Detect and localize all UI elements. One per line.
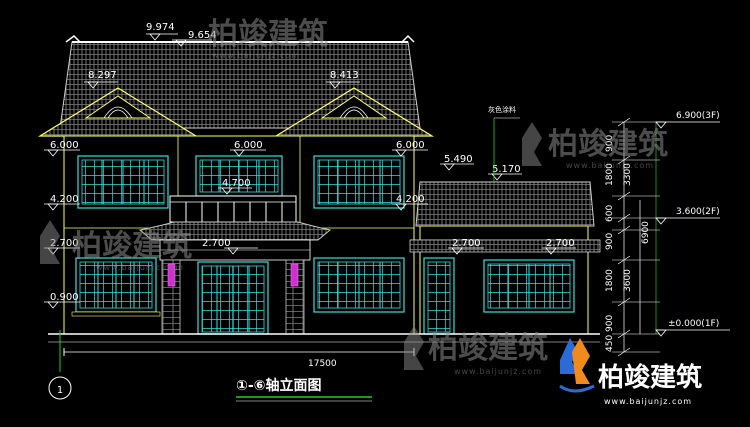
level-head-center-1f: 2.700 [202, 238, 231, 249]
brand-logo-url: www.baijunjz.com [604, 397, 692, 406]
paint-annotation: 灰色涂料 [488, 105, 520, 182]
watermark-top: 柏竣建筑 www.baijunjz.com [208, 17, 328, 60]
level-balcony: 4.700 [222, 178, 251, 189]
paint-note: 灰色涂料 [488, 105, 516, 114]
level-side-roof-top: 5.490 [444, 154, 473, 165]
dim-chain-9: 450 [605, 335, 615, 352]
window-1f-left [71, 257, 161, 317]
level-side-roof-eave: 5.170 [492, 164, 521, 175]
right-dimension-labels: 900 1800 3300 600 900 1800 3600 900 450 … [605, 135, 651, 352]
dim-chain-6: 1800 [605, 269, 615, 292]
watermark-url-right: www.baijunjz.com [566, 161, 654, 170]
watermark-brand-bottom: 柏竣建筑 [428, 331, 548, 366]
level-sill-left-2f: 4.200 [50, 194, 79, 205]
level-eave-right: 6.000 [396, 140, 425, 151]
window-side-wing [483, 259, 575, 313]
level-head-side-2: 2.700 [546, 238, 575, 249]
level-eave-left: 6.000 [50, 140, 79, 151]
watermark-bottom: 柏竣建筑 www.baijunjz.com [404, 326, 548, 376]
window-2f-left [77, 155, 169, 209]
entrance-columns [161, 259, 305, 335]
level-gable-left: 8.297 [88, 70, 117, 81]
level-labels: 9.974 9.654 8.297 8.413 6.000 6.000 6.00… [50, 22, 575, 303]
level-gable-right: 8.413 [330, 70, 359, 81]
watermark-url-bottom: www.baijunjz.com [454, 367, 542, 376]
watermark-brand-right: 柏竣建筑 [548, 127, 668, 162]
level-head-side-1: 2.700 [452, 238, 481, 249]
level-ridge-main: 9.654 [188, 30, 217, 41]
dim-chain-2: 1800 [605, 163, 615, 186]
watermark-brand-left: 柏竣建筑 [72, 229, 192, 264]
dim-chain-1: 900 [605, 135, 615, 152]
watermark-url-top: www.baijunjz.com [212, 51, 300, 60]
entrance-canopy [138, 221, 332, 261]
level-head-left-1f: 2.700 [50, 238, 79, 249]
window-1f-right [313, 257, 405, 313]
side-door [423, 257, 455, 335]
level-2f: 3.600(2F) [676, 207, 720, 217]
front-door [197, 261, 269, 335]
watermark-logo-icon [522, 122, 542, 166]
drawing-title: ①-⑥轴立面图 [236, 377, 322, 394]
right-dimension-chain [612, 117, 660, 357]
dim-chain-8: 900 [605, 315, 615, 332]
total-width-label: 17500 [308, 359, 337, 369]
corner-logo: 柏竣建筑 www.baijunjz.com [559, 338, 702, 406]
brand-logo-icon [559, 338, 595, 393]
balcony [169, 195, 297, 223]
watermark-url-left: www.baijunjz.com [96, 263, 184, 272]
watermark-logo-icon [40, 220, 60, 264]
level-1f: ±0.000(1F) [668, 319, 719, 329]
watermark-right: 柏竣建筑 www.baijunjz.com [522, 122, 668, 170]
dim-total: 6900 [641, 221, 651, 244]
brand-logo-name: 柏竣建筑 [598, 362, 702, 393]
level-eave-center: 6.000 [234, 140, 263, 151]
level-markers [44, 33, 576, 309]
dim-chain-3: 3300 [623, 163, 633, 186]
axis-label: 1 [57, 385, 63, 396]
window-2f-right [313, 155, 405, 209]
watermark-logo-icon [404, 326, 424, 370]
drawing-title-block: ①-⑥轴立面图 [236, 377, 372, 402]
floor-level-markers [655, 121, 730, 337]
level-3f: 6.900(3F) [676, 111, 720, 121]
dim-chain-5: 900 [605, 233, 615, 250]
floor-level-labels: 6.900(3F) 3.600(2F) ±0.000(1F) [668, 111, 720, 329]
window-2f-center [195, 155, 283, 197]
level-ridge-top: 9.974 [146, 22, 175, 33]
ground-line [48, 333, 600, 356]
dim-chain-7: 3600 [623, 269, 633, 292]
dim-chain-4: 600 [605, 205, 615, 222]
level-sill-right-2f: 4.200 [396, 194, 425, 205]
level-sill-left-1f: 0.900 [50, 292, 79, 303]
left-gable-roof [37, 87, 199, 137]
watermark-left: 柏竣建筑 www.baijunjz.com [40, 220, 192, 272]
watermark-brand-top: 柏竣建筑 [208, 17, 328, 52]
axis-marker: 1 [48, 330, 72, 400]
